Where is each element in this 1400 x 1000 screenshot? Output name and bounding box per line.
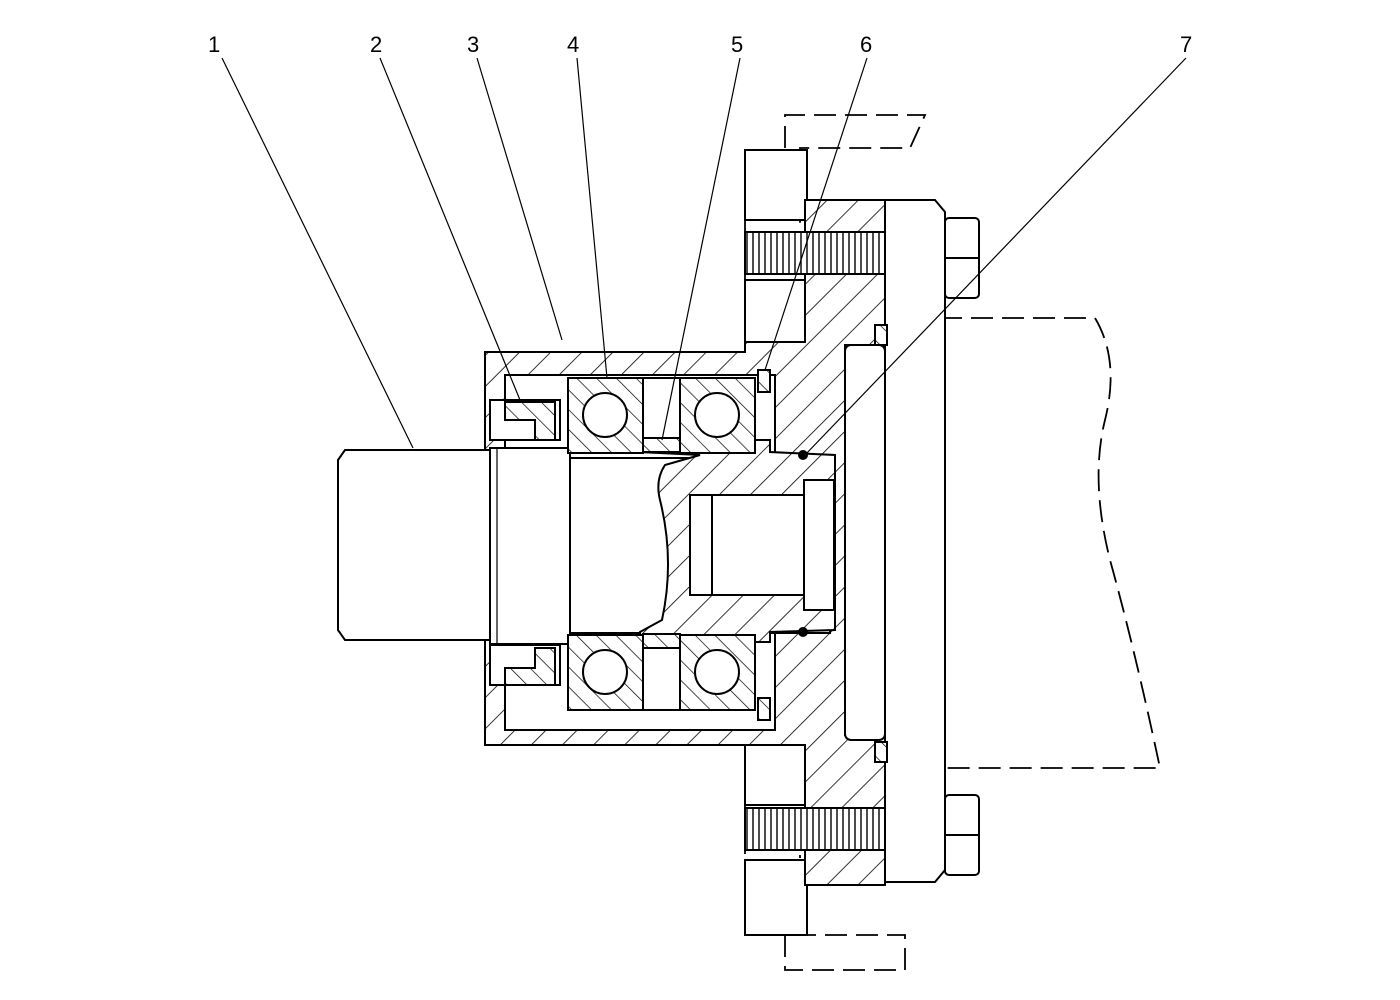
callout-label-3: 3 [467,32,479,57]
callout-label-2: 2 [370,32,382,57]
mounting-bolts [744,231,886,851]
callout-label-1: 1 [208,32,220,57]
lip-seals [504,401,556,686]
o-rings [798,450,808,637]
callout-label-5: 5 [731,32,743,57]
leader-lines [221,57,1187,456]
callout-label-4: 4 [567,32,579,57]
mounting-bracket-phantom [784,114,1162,971]
callout-label-6: 6 [860,32,872,57]
callout-label-7: 7 [1180,32,1192,57]
ball-bearings [567,377,756,711]
inner-hub [639,439,836,643]
retaining-rings [757,369,771,721]
hex-nuts [944,217,980,876]
